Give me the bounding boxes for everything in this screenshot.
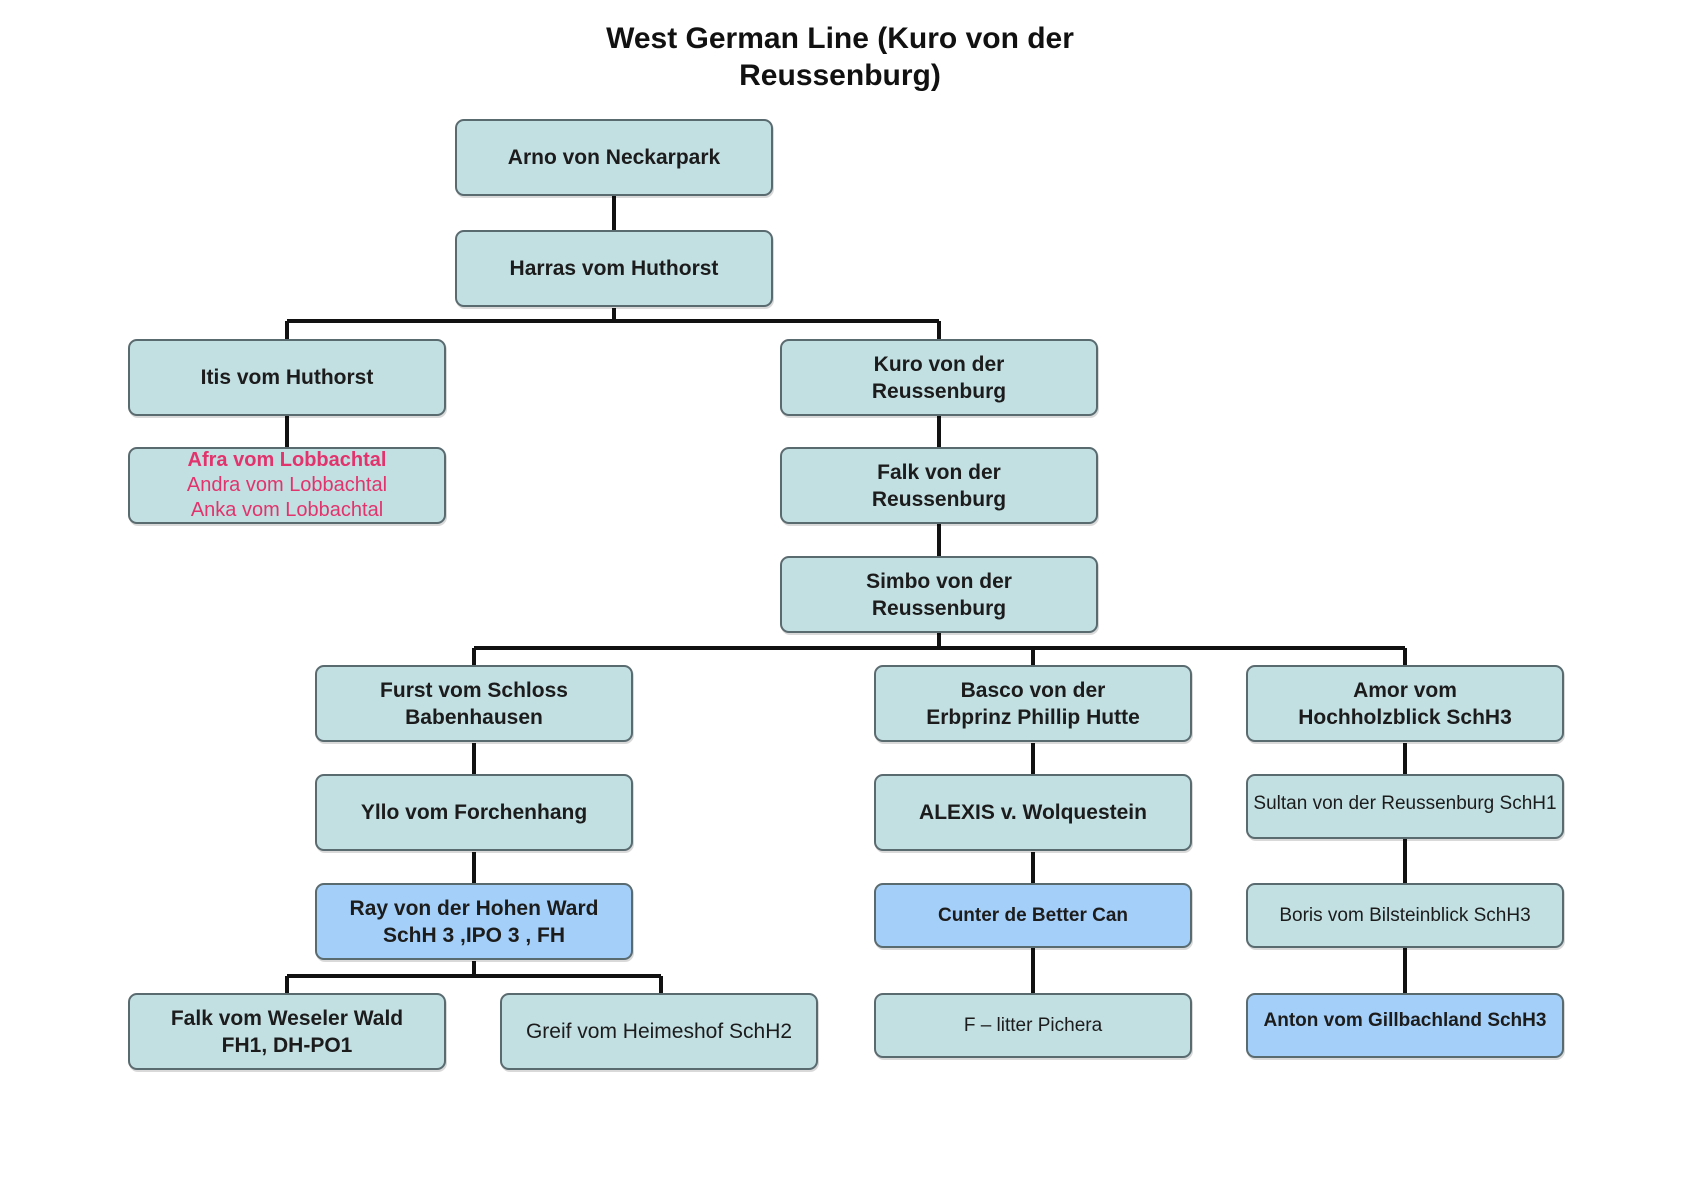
node-amor: Amor vom Hochholzblick SchH3 bbox=[1246, 665, 1564, 742]
node-label-line-2: Reussenburg bbox=[871, 379, 1007, 403]
node-label: Sultan von der Reussenburg SchH1 bbox=[1253, 793, 1557, 814]
node-label-afra: Afra vom Lobbachtal bbox=[187, 449, 387, 471]
node-kuro: Kuro von der Reussenburg bbox=[780, 339, 1098, 416]
chart-title: West German Line (Kuro von der Reussenbu… bbox=[540, 20, 1140, 94]
node-label-line-2: FH1, DH-PO1 bbox=[221, 1033, 353, 1057]
node-label-anka: Anka vom Lobbachtal bbox=[190, 499, 384, 521]
node-label-andra: Andra vom Lobbachtal bbox=[186, 474, 388, 496]
title-line-1: West German Line (Kuro von der bbox=[606, 22, 1074, 55]
node-label-line-1: Amor vom bbox=[1353, 678, 1457, 702]
node-label-line-1: Furst vom Schloss bbox=[380, 678, 568, 702]
node-f-litter: F – litter Pichera bbox=[874, 993, 1192, 1058]
node-arno: Arno von Neckarpark bbox=[455, 119, 773, 196]
node-label: Itis vom Huthorst bbox=[200, 366, 374, 389]
node-label-line-1: Simbo von der bbox=[866, 569, 1012, 593]
node-label: Anton vom Gillbachland SchH3 bbox=[1263, 1010, 1547, 1031]
node-label-line-2: Reussenburg bbox=[871, 596, 1007, 620]
node-label: Yllo vom Forchenhang bbox=[360, 801, 588, 824]
node-label: Cunter de Better Can bbox=[937, 905, 1129, 926]
node-anton: Anton vom Gillbachland SchH3 bbox=[1246, 993, 1564, 1058]
node-label-line-2: Babenhausen bbox=[405, 705, 543, 729]
node-basco: Basco von der Erbprinz Phillip Hutte bbox=[874, 665, 1192, 742]
node-label-line-1: Basco von der bbox=[960, 678, 1106, 702]
node-yllo: Yllo vom Forchenhang bbox=[315, 774, 633, 851]
title-line-2: Reussenburg) bbox=[739, 59, 941, 92]
node-simbo: Simbo von der Reussenburg bbox=[780, 556, 1098, 633]
node-label-line-2: Erbprinz Phillip Hutte bbox=[926, 705, 1140, 729]
node-label-line-1: Falk von der bbox=[877, 460, 1001, 484]
node-cunter: Cunter de Better Can bbox=[874, 883, 1192, 948]
node-itis: Itis vom Huthorst bbox=[128, 339, 446, 416]
node-label-line-1: Falk vom Weseler Wald bbox=[170, 1006, 404, 1030]
node-lobbachtal-litter: Afra vom Lobbachtal Andra vom Lobbachtal… bbox=[128, 447, 446, 524]
node-ray: Ray von der Hohen Ward SchH 3 ,IPO 3 , F… bbox=[315, 883, 633, 960]
node-label-line-1: Ray von der Hohen Ward bbox=[349, 896, 599, 920]
node-boris: Boris vom Bilsteinblick SchH3 bbox=[1246, 883, 1564, 948]
node-falk-weseler: Falk vom Weseler Wald FH1, DH-PO1 bbox=[128, 993, 446, 1070]
node-falk: Falk von der Reussenburg bbox=[780, 447, 1098, 524]
node-harras: Harras vom Huthorst bbox=[455, 230, 773, 307]
node-alexis: ALEXIS v. Wolquestein bbox=[874, 774, 1192, 851]
node-sultan: Sultan von der Reussenburg SchH1 bbox=[1246, 774, 1564, 839]
node-label: Greif vom Heimeshof SchH2 bbox=[525, 1020, 793, 1043]
node-label: F – litter Pichera bbox=[963, 1015, 1103, 1036]
node-furst: Furst vom Schloss Babenhausen bbox=[315, 665, 633, 742]
node-label: Boris vom Bilsteinblick SchH3 bbox=[1279, 905, 1531, 926]
node-label-line-2: Hochholzblick SchH3 bbox=[1298, 705, 1512, 729]
node-label-line-2: Reussenburg bbox=[871, 487, 1007, 511]
node-label: ALEXIS v. Wolquestein bbox=[919, 801, 1147, 824]
node-label: Harras vom Huthorst bbox=[509, 257, 719, 280]
node-label: Arno von Neckarpark bbox=[507, 146, 721, 169]
node-greif: Greif vom Heimeshof SchH2 bbox=[500, 993, 818, 1070]
node-label-line-2: SchH 3 ,IPO 3 , FH bbox=[382, 923, 566, 947]
node-label-line-1: Kuro von der bbox=[873, 352, 1005, 376]
